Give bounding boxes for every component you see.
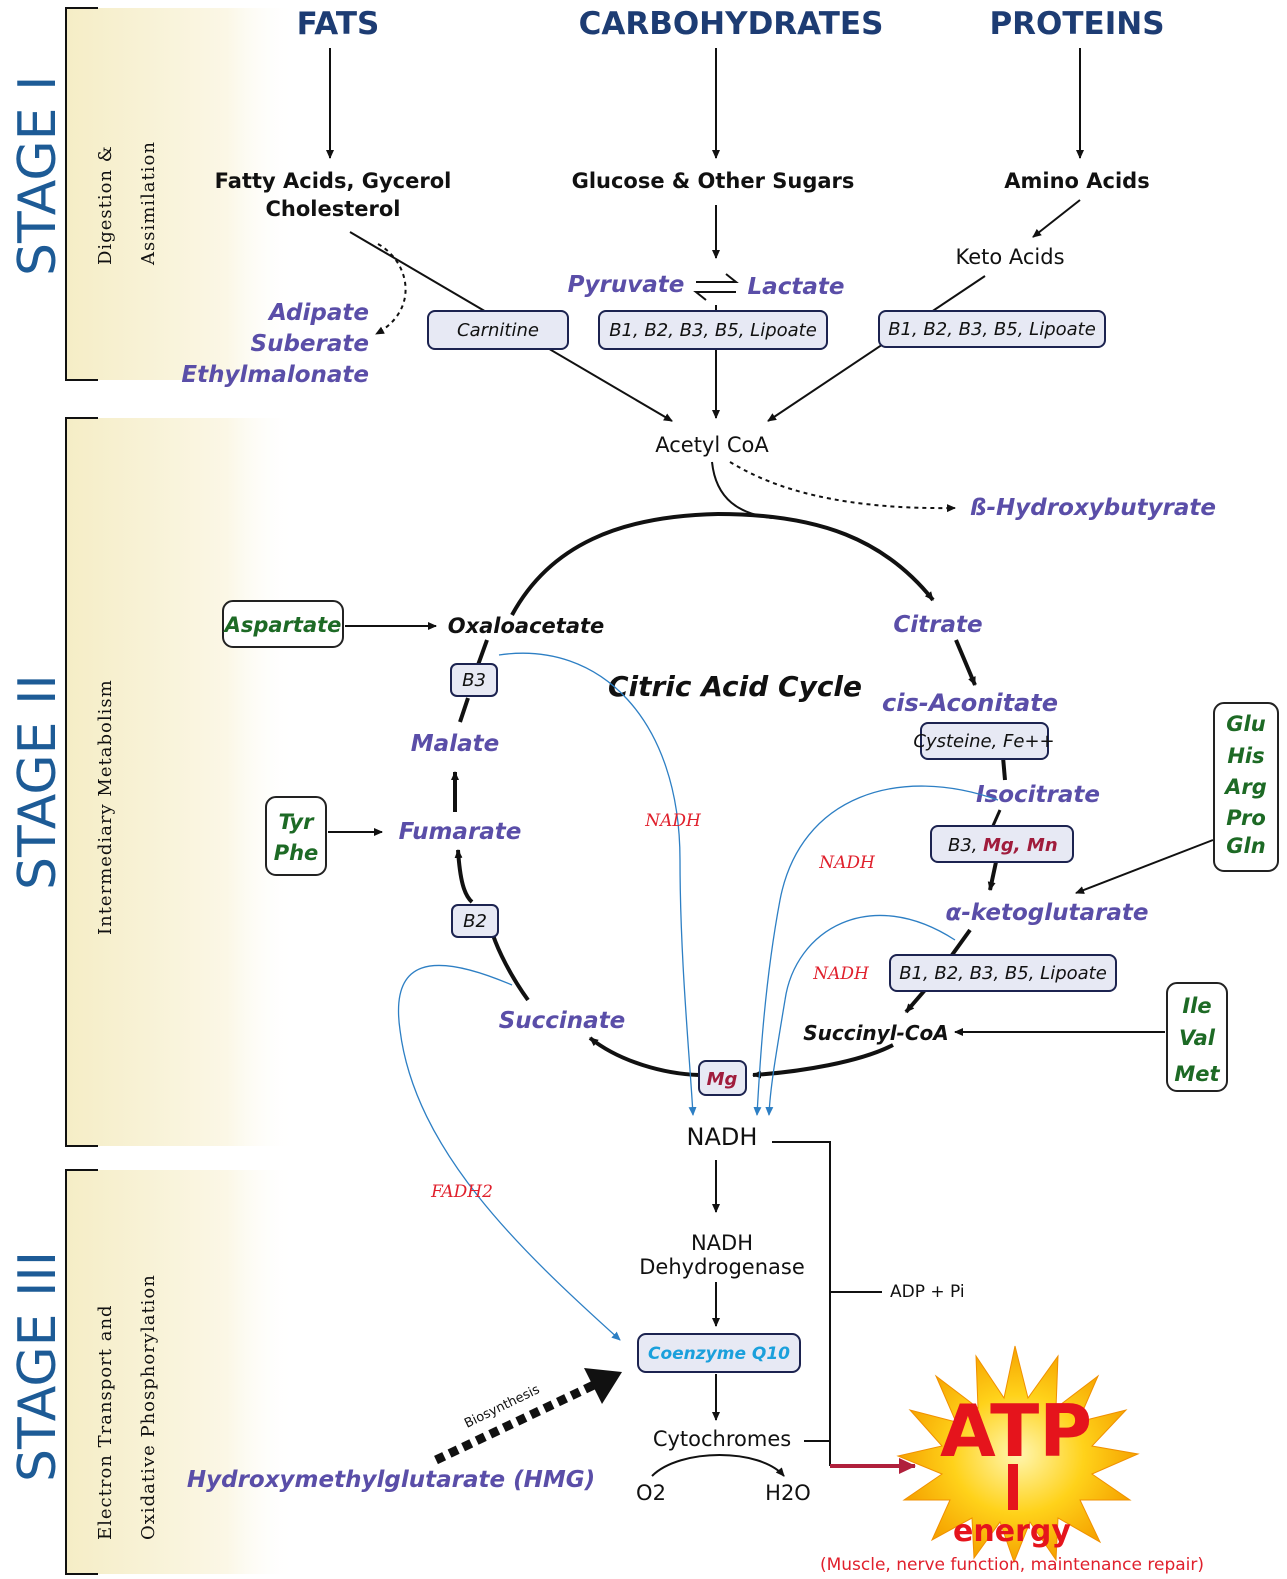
- fadh2-label: FADH2: [430, 1182, 493, 1202]
- nadh-red-label-1: NADH: [644, 811, 702, 831]
- hydroxybutyrate-label: ß-Hydroxybutyrate: [970, 495, 1216, 521]
- lactate-label: Lactate: [748, 274, 845, 300]
- succinyl-coa-label: Succinyl-CoA: [803, 1021, 949, 1045]
- cofactor-box-akg: B1, B2, B3, B5, Lipoate: [889, 954, 1117, 992]
- b3-box: B3: [450, 663, 498, 697]
- ile-label: Ile: [1182, 994, 1211, 1018]
- coq10-label: Coenzyme Q10: [648, 1344, 790, 1364]
- his-label: His: [1227, 744, 1264, 768]
- nadh-flow-arrows: [397, 652, 999, 1341]
- aspartate-box: Aspartate: [222, 600, 344, 648]
- b3-mg-mn-box: B3, Mg, Mn: [930, 825, 1074, 863]
- atp-label: ATP: [940, 1389, 1092, 1473]
- stage2-title: STAGE II: [8, 674, 68, 890]
- keto-acids-label: Keto Acids: [955, 245, 1064, 269]
- cholesterol-label: Cholesterol: [266, 197, 401, 221]
- coq10-box: Coenzyme Q10: [637, 1333, 801, 1373]
- o2-label: O2: [636, 1481, 666, 1505]
- header-proteins: PROTEINS: [989, 6, 1164, 42]
- acetyl-coa-label: Acetyl CoA: [655, 433, 769, 457]
- cis-aconitate-label: cis-Aconitate: [882, 689, 1058, 717]
- arg-label: Arg: [1223, 775, 1267, 799]
- stage3-subtitle-2: Oxidative Phosphorylation: [138, 1274, 159, 1540]
- met-label: Met: [1174, 1062, 1220, 1086]
- pro-label: Pro: [1226, 806, 1266, 830]
- cofactor-akg-label: B1, B2, B3, B5, Lipoate: [899, 963, 1107, 984]
- alpha-ketoglutarate-label: α-ketoglutarate: [946, 900, 1149, 926]
- b3-label: B3: [462, 670, 486, 691]
- cysteine-label: Cysteine, Fe++: [913, 731, 1054, 752]
- ethylmalonate-label: Ethylmalonate: [181, 362, 369, 388]
- aspartate-label: Aspartate: [223, 613, 342, 637]
- nadh-red-label-3: NADH: [812, 964, 870, 984]
- stage1-panel: [65, 7, 296, 381]
- amino-acids-label: Amino Acids: [1004, 169, 1149, 193]
- cofactor-keto-label: B1, B2, B3, B5, Lipoate: [888, 319, 1096, 340]
- stage3-title: STAGE III: [8, 1251, 68, 1482]
- suberate-label: Suberate: [251, 331, 369, 357]
- tyr-label: Tyr: [279, 810, 316, 834]
- cytochromes-label: Cytochromes: [653, 1427, 791, 1451]
- stage1-subtitle-2: Assimilation: [138, 141, 159, 266]
- stage1-title: STAGE I: [8, 76, 68, 276]
- phe-label: Phe: [274, 841, 319, 865]
- adipate-label: Adipate: [267, 300, 369, 326]
- pyruvate-label: Pyruvate: [568, 272, 685, 298]
- nadh-dehydrogenase-line2: Dehydrogenase: [639, 1255, 804, 1279]
- nadh-main-label: NADH: [687, 1123, 758, 1151]
- header-fats: FATS: [297, 6, 380, 42]
- ile-group-box: Ile Val Met: [1166, 982, 1228, 1092]
- stage2-subtitle: Intermediary Metabolism: [95, 679, 116, 935]
- fumarate-label: Fumarate: [399, 819, 522, 845]
- stage3-panel: [65, 1169, 296, 1575]
- val-label: Val: [1179, 1026, 1216, 1050]
- nadh-red-label-2: NADH: [818, 853, 876, 873]
- citrate-label: Citrate: [893, 612, 982, 638]
- mg-box: Mg: [698, 1060, 747, 1096]
- h2o-label: H2O: [765, 1481, 811, 1505]
- tyr-phe-box: Tyr Phe: [265, 796, 327, 876]
- stage3-subtitle-1: Electron Transport and: [95, 1304, 116, 1540]
- malate-label: Malate: [411, 731, 499, 757]
- succinate-label: Succinate: [499, 1008, 626, 1034]
- hmg-label: Hydroxymethylglutarate (HMG): [187, 1467, 595, 1493]
- b3-mg-mn-label-b: Mg, Mn: [983, 835, 1058, 856]
- gln-label: Gln: [1226, 834, 1265, 858]
- carnitine-label: Carnitine: [457, 320, 539, 341]
- adp-label: ADP + Pi: [890, 1282, 965, 1302]
- header-carbohydrates: CARBOHYDRATES: [579, 6, 884, 42]
- energy-note: (Muscle, nerve function, maintenance rep…: [820, 1555, 1204, 1575]
- oxaloacetate-label: Oxaloacetate: [448, 614, 605, 638]
- cycle-title: Citric Acid Cycle: [608, 670, 862, 703]
- equilibrium-arrow: [693, 273, 739, 301]
- fatty-acids-label: Fatty Acids, Gycerol: [215, 169, 452, 193]
- mg-label: Mg: [707, 1069, 738, 1090]
- stage2-panel: [65, 417, 296, 1147]
- glu-label: Glu: [1226, 712, 1265, 736]
- nadh-dehydrogenase-line1: NADH: [691, 1231, 753, 1255]
- isocitrate-label: Isocitrate: [976, 782, 1100, 808]
- glucose-label: Glucose & Other Sugars: [572, 169, 855, 193]
- b3-mg-mn-label-a: B3,: [948, 835, 978, 856]
- b2-label: B2: [463, 911, 487, 932]
- cycle-arc: [451, 511, 1007, 1079]
- cysteine-box: Cysteine, Fe++: [913, 722, 1055, 760]
- cofactor-box-keto: B1, B2, B3, B5, Lipoate: [878, 310, 1106, 348]
- carnitine-box: Carnitine: [427, 310, 569, 350]
- stage1-subtitle-1: Digestion &: [95, 145, 116, 265]
- glu-group-box: Glu His Arg Pro Gln: [1213, 702, 1279, 872]
- cofactor-pyruvate-label: B1, B2, B3, B5, Lipoate: [609, 320, 817, 341]
- b2-box: B2: [451, 904, 499, 938]
- energy-label: energy: [953, 1514, 1071, 1549]
- cofactor-box-pyruvate: B1, B2, B3, B5, Lipoate: [598, 310, 828, 350]
- atp-burst: ATP: [896, 1345, 1140, 1564]
